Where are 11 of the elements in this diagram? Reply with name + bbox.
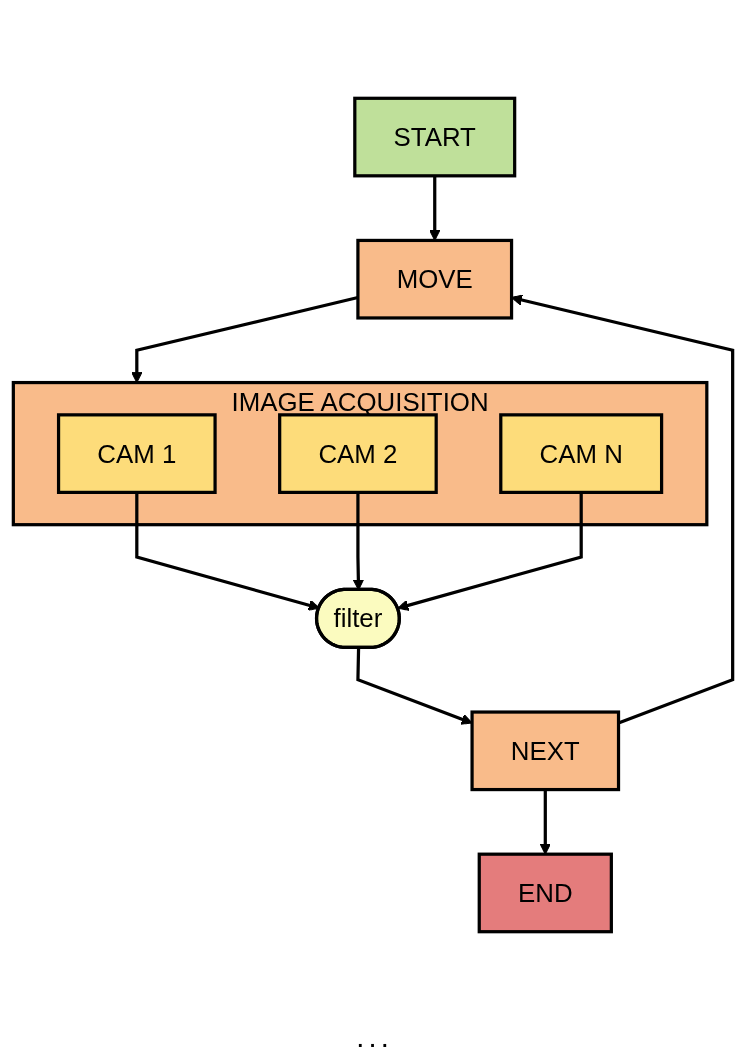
arrow [429,175,441,241]
node-box: MOVE [356,238,514,320]
node-box: CAM 2 [278,413,438,494]
arrow [397,492,583,611]
arrow [539,789,551,855]
node-box: CAM N [499,413,664,494]
node-box: NEXT [470,710,621,792]
ellipsis-label: · · · [357,1034,389,1057]
node-box: CAM 1 [56,413,217,494]
node-box: START [353,96,517,178]
node-box: END [477,852,613,934]
